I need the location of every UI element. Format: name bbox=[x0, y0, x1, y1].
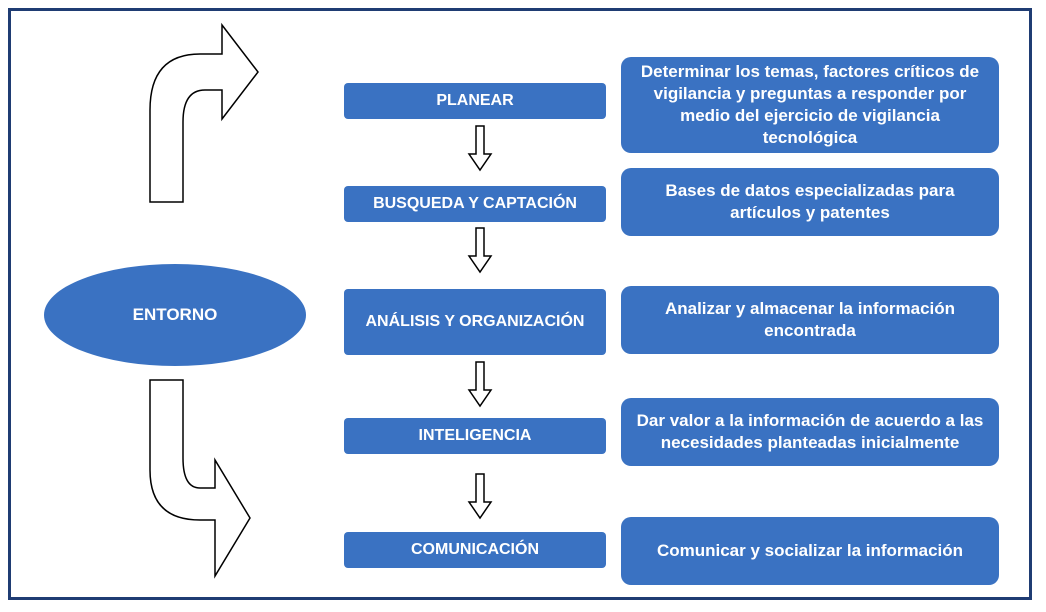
description-busqueda-captacion: Bases de datos especializadas para artíc… bbox=[621, 168, 999, 236]
step-label: ANÁLISIS Y ORGANIZACIÓN bbox=[365, 313, 585, 330]
entorno-label: ENTORNO bbox=[132, 305, 218, 324]
step-label: BUSQUEDA Y CAPTACIÓN bbox=[373, 195, 577, 212]
step-busqueda-captacion: BUSQUEDA Y CAPTACIÓN bbox=[344, 186, 606, 222]
curved-arrow-top-icon bbox=[149, 22, 259, 203]
down-arrow-icon-1 bbox=[467, 125, 493, 172]
step-label: INTELIGENCIA bbox=[418, 427, 532, 444]
description-text: Comunicar y socializar la información bbox=[656, 541, 964, 560]
description-text: Bases de datos especializadas para artíc… bbox=[665, 181, 955, 222]
down-arrow-icon-4 bbox=[467, 473, 493, 520]
description-planear: Determinar los temas, factores críticos … bbox=[621, 57, 999, 153]
curved-arrow-bottom-icon bbox=[149, 379, 251, 579]
description-comunicacion: Comunicar y socializar la información bbox=[621, 517, 999, 585]
description-inteligencia: Dar valor a la información de acuerdo a … bbox=[621, 398, 999, 466]
diagram-frame bbox=[8, 8, 1032, 600]
description-text: Analizar y almacenar la información enco… bbox=[664, 299, 956, 340]
step-label: COMUNICACIÓN bbox=[411, 541, 539, 558]
entorno-ellipse: ENTORNO bbox=[44, 264, 306, 366]
down-arrow-icon-2 bbox=[467, 227, 493, 274]
step-planear: PLANEAR bbox=[344, 83, 606, 119]
step-analisis-organizacion: ANÁLISIS Y ORGANIZACIÓN bbox=[344, 289, 606, 355]
down-arrow-icon-3 bbox=[467, 361, 493, 408]
description-analisis-organizacion: Analizar y almacenar la información enco… bbox=[621, 286, 999, 354]
description-text: Determinar los temas, factores críticos … bbox=[640, 62, 980, 147]
step-inteligencia: INTELIGENCIA bbox=[344, 418, 606, 454]
description-text: Dar valor a la información de acuerdo a … bbox=[636, 411, 984, 452]
step-label: PLANEAR bbox=[436, 92, 514, 109]
step-comunicacion: COMUNICACIÓN bbox=[344, 532, 606, 568]
